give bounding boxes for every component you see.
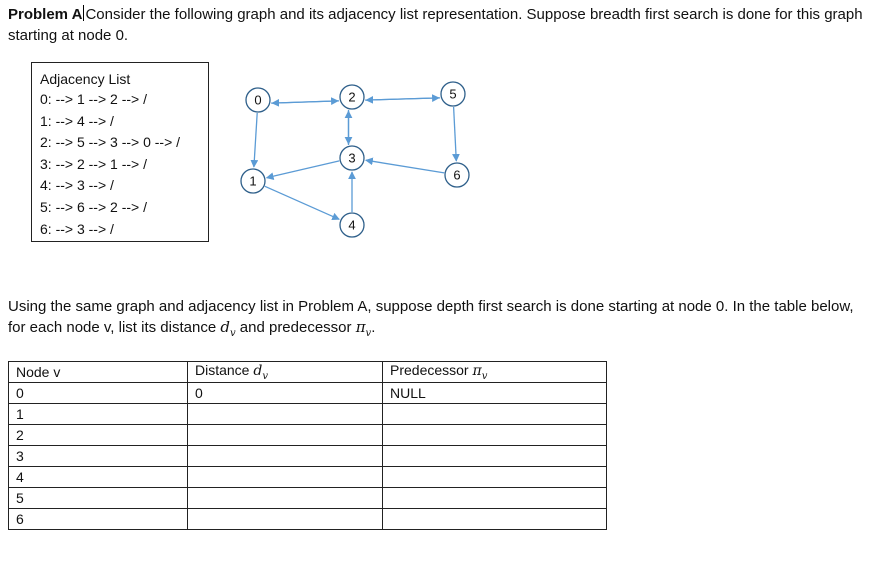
table-row: 5 xyxy=(8,487,607,509)
cell-predecessor[interactable] xyxy=(382,466,607,488)
text-cursor xyxy=(83,5,85,21)
cell-predecessor[interactable] xyxy=(382,508,607,530)
adjacency-line-4: 4: --> 3 --> / xyxy=(40,177,114,194)
edge-0-1 xyxy=(250,112,259,168)
edge-5-2 xyxy=(365,95,441,104)
cell-predecessor[interactable] xyxy=(382,445,607,467)
question-text-middle: and predecessor xyxy=(235,319,356,336)
adjacency-line-3: 3: --> 2 --> 1 --> / xyxy=(40,155,147,172)
graph-node-label: 0 xyxy=(254,93,261,108)
graph-node-0: 0 xyxy=(245,87,271,113)
graph-node-6: 6 xyxy=(444,162,470,188)
adjacency-line-2: 2: --> 5 --> 3 --> 0 --> / xyxy=(40,134,181,151)
graph-node-5: 5 xyxy=(440,81,466,107)
predecessor-symbol: πv xyxy=(355,318,372,339)
problem-a-text: Consider the following graph and its adj… xyxy=(8,6,863,44)
graph-node-3: 3 xyxy=(339,145,365,171)
question-text-end: . xyxy=(371,319,376,336)
graph-node-label: 6 xyxy=(453,168,460,183)
graph-node-1: 1 xyxy=(240,168,266,194)
problem-a-label: Problem A xyxy=(8,6,83,23)
header-distance: Distance dv xyxy=(187,361,383,383)
graph-node-label: 3 xyxy=(348,151,355,166)
table-row: 3 xyxy=(8,445,607,467)
cell-distance[interactable] xyxy=(187,403,383,425)
table-row: 2 xyxy=(8,424,607,446)
cell-distance[interactable] xyxy=(187,445,383,467)
distance-symbol: dv xyxy=(220,318,236,339)
cell-predecessor[interactable]: NULL xyxy=(382,382,607,404)
table-row: 6 xyxy=(8,508,607,530)
graph-node-2: 2 xyxy=(339,84,365,110)
edge-5-6 xyxy=(452,106,460,162)
table-row: 0 0 NULL xyxy=(8,382,607,404)
cell-distance[interactable] xyxy=(187,508,383,530)
cell-predecessor[interactable] xyxy=(382,487,607,509)
adjacency-list-title: Adjacency List xyxy=(40,71,131,87)
graph-node-label: 4 xyxy=(348,218,355,233)
cell-node: 0 xyxy=(8,382,188,404)
adjacency-line-1: 1: --> 4 --> / xyxy=(40,112,114,129)
question-text-before: Using the same graph and adjacency list … xyxy=(8,298,854,336)
edge-1-4 xyxy=(264,185,340,221)
cell-distance[interactable] xyxy=(187,424,383,446)
header-node: Node v xyxy=(8,361,188,383)
cell-distance[interactable] xyxy=(187,487,383,509)
adjacency-list-box: Adjacency List 0: --> 1 --> 2 --> / 1: -… xyxy=(31,62,209,242)
dfs-question: Using the same graph and adjacency list … xyxy=(8,296,874,344)
graph-node-label: 5 xyxy=(449,87,456,102)
adjacency-line-6: 6: --> 3 --> / xyxy=(40,220,114,237)
cell-predecessor[interactable] xyxy=(382,403,607,425)
graph-node-4: 4 xyxy=(339,212,365,238)
cell-predecessor[interactable] xyxy=(382,424,607,446)
cell-distance[interactable] xyxy=(187,466,383,488)
directed-graph: 0 1 2 3 4 5 6 xyxy=(240,81,470,238)
edge-3-1 xyxy=(265,160,340,181)
table-header-row: Node v Distance dv Predecessor πv xyxy=(8,361,607,383)
dfs-result-table: Node v Distance dv Predecessor πv 0 0 NU… xyxy=(8,361,607,530)
edge-2-0 xyxy=(271,98,340,107)
cell-node: 4 xyxy=(8,466,188,488)
graph-node-label: 2 xyxy=(348,90,355,105)
cell-node: 3 xyxy=(8,445,188,467)
table-row: 4 xyxy=(8,466,607,488)
cell-node: 5 xyxy=(8,487,188,509)
table-row: 1 xyxy=(8,403,607,425)
graph-node-label: 1 xyxy=(249,174,256,189)
cell-node: 1 xyxy=(8,403,188,425)
cell-node: 2 xyxy=(8,424,188,446)
header-predecessor: Predecessor πv xyxy=(382,361,607,383)
cell-distance[interactable]: 0 xyxy=(187,382,383,404)
adjacency-line-5: 5: --> 6 --> 2 --> / xyxy=(40,198,147,215)
adjacency-line-0: 0: --> 1 --> 2 --> / xyxy=(40,91,147,107)
cell-node: 6 xyxy=(8,508,188,530)
edge-6-3 xyxy=(365,157,445,174)
